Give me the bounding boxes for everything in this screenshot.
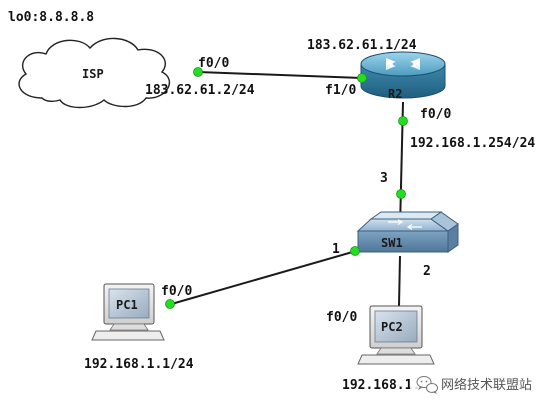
port-indicator-r2-f1-0 xyxy=(357,73,367,83)
sw1-pc1-port-label: 1 xyxy=(332,242,340,257)
isp-loopback-label: lo0:8.8.8.8 xyxy=(8,10,94,25)
pc2-ip-label: 192.168.1. xyxy=(342,378,420,393)
switch-sw1[interactable]: SW1 xyxy=(356,211,459,253)
pc2-name-label: PC2 xyxy=(381,320,403,334)
router-r2[interactable]: R2 xyxy=(360,51,446,101)
isp-ip-label: 183.62.61.2/24 xyxy=(145,83,255,98)
pc1-port-label: f0/0 xyxy=(161,284,192,299)
watermark-text: 网络技术联盟站 xyxy=(441,377,532,393)
pc2-port-label: f0/0 xyxy=(326,310,357,325)
switch-icon xyxy=(356,211,459,253)
port-indicator-pc1-f0-0 xyxy=(165,299,175,309)
isp-name-label: ISP xyxy=(82,67,104,81)
port-indicator-isp-f0-0 xyxy=(193,67,203,77)
sw1-name-label: SW1 xyxy=(381,236,403,250)
cloud-icon xyxy=(18,37,170,109)
r2-lan-ip-label: 192.168.1.254/24 xyxy=(410,136,535,151)
r2-wan-ip-label: 183.62.61.1/24 xyxy=(307,38,417,53)
wechat-icon xyxy=(416,376,438,394)
pc1-name-label: PC1 xyxy=(116,298,138,312)
watermark: 网络技术联盟站 xyxy=(410,372,550,396)
port-indicator-r2-f0-0 xyxy=(398,116,408,126)
pc2[interactable]: PC2 xyxy=(357,305,435,365)
pc-icon xyxy=(91,283,165,341)
router-icon xyxy=(360,51,446,99)
port-indicator-sw1-3 xyxy=(396,189,406,199)
link-sw1-pc2 xyxy=(398,255,401,307)
sw1-uplink-port-label: 3 xyxy=(380,171,388,186)
pc1-ip-label: 192.168.1.1/24 xyxy=(84,357,194,372)
isp-cloud[interactable]: ISP xyxy=(18,37,170,109)
isp-port-label: f0/0 xyxy=(198,56,229,71)
r2-wan-port-label: f1/0 xyxy=(325,83,356,98)
link-sw1-pc1 xyxy=(167,250,357,306)
r2-name-label: R2 xyxy=(388,87,402,101)
pc1[interactable]: PC1 xyxy=(91,283,165,341)
pc-icon xyxy=(357,305,435,365)
port-indicator-sw1-1 xyxy=(350,246,360,256)
r2-lan-port-label: f0/0 xyxy=(420,107,451,122)
sw1-pc2-port-label: 2 xyxy=(423,264,431,279)
link-isp-r2 xyxy=(197,71,363,79)
